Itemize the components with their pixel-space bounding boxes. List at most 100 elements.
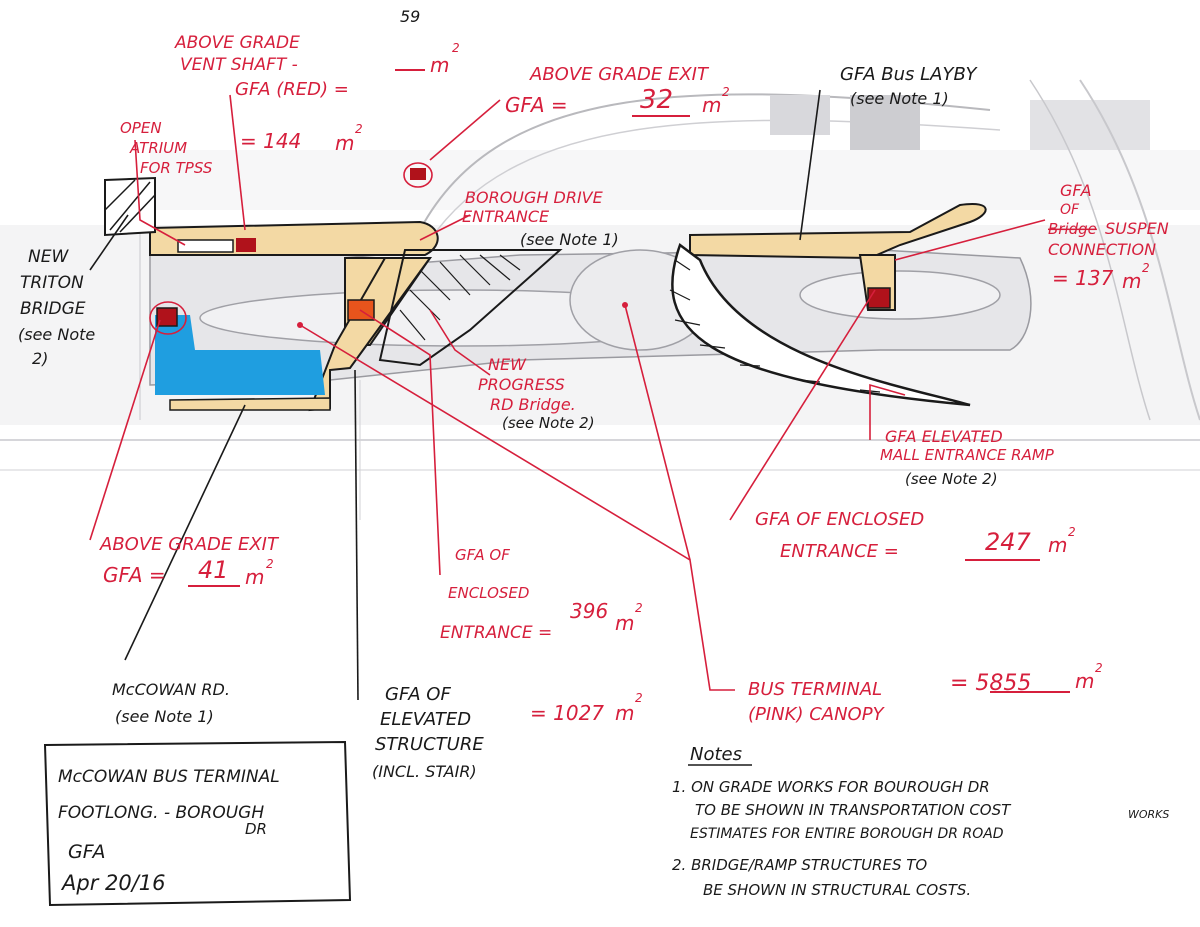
enclosed-mid-value: 396: [570, 599, 608, 623]
vent-shaft-line-1: ABOVE GRADE: [174, 33, 300, 53]
mall-ramp-line-1: GFA ELEVATED: [885, 427, 1003, 446]
title-line-1: McCOWAN BUS TERMINAL: [58, 767, 280, 787]
atrium-line-1: OPEN: [120, 119, 162, 137]
progress-line-4: (see Note 2): [502, 414, 595, 432]
bus-layby-area: [689, 203, 987, 260]
suspen-line-3: SUSPEN: [1105, 219, 1169, 238]
enclosed-mid-line-3: ENTRANCE =: [440, 623, 552, 643]
progress-line-3: RD Bridge.: [490, 395, 576, 414]
elevated-unit: m: [615, 701, 634, 725]
title-line-3: GFA: [68, 841, 106, 863]
progress-line-2: PROGRESS: [478, 375, 565, 394]
borough-line-3: (see Note 1): [520, 230, 619, 249]
leader-enclosed-mid: [359, 309, 441, 576]
canopy-sq: 2: [1095, 661, 1103, 675]
exit-top-sq: 2: [722, 85, 730, 99]
exit-left-line-1: ABOVE GRADE EXIT: [99, 534, 280, 555]
right-curve-road-2: [1029, 79, 1151, 421]
triton-line-5: 2): [32, 349, 48, 368]
vent-shaft-value: 59: [400, 7, 420, 26]
gfa-areas: [104, 168, 987, 412]
mall-entrance-ramp: [671, 242, 971, 407]
exit-left-line-2: GFA =: [103, 563, 166, 587]
black-annotations: (see Note 1) GFA Bus LAYBY (see Note 1) …: [18, 64, 998, 781]
leader-progress: [429, 309, 491, 376]
leader-suspen: [894, 219, 1046, 261]
exit-top-unit: m: [702, 93, 721, 117]
title-line-2b: DR: [245, 820, 267, 838]
bus-loop-right: [799, 270, 1001, 320]
note-1-line-c: ESTIMATES FOR ENTIRE BOROUGH DR ROAD: [690, 826, 1004, 842]
note-2-line-a: 2. BRIDGE/RAMP STRUCTURES TO: [672, 856, 927, 874]
bus-layby-line-1: GFA Bus LAYBY: [840, 64, 979, 85]
building-block-top-right: [1030, 100, 1150, 150]
mccowan-line-2: (see Note 1): [115, 707, 214, 726]
upper-road: [150, 150, 1200, 210]
borough-line-1: BOROUGH DRIVE: [465, 188, 604, 207]
exit-left-circle: [149, 301, 187, 335]
leader-mccowan: [124, 404, 246, 661]
leader-vent-shaft: [229, 94, 246, 231]
triton-line-3: BRIDGE: [20, 299, 86, 319]
exit-left-value: 41: [198, 556, 229, 584]
enclosed-right-line-1: GFA OF ENCLOSED: [755, 509, 924, 530]
title-line-2: FOOTLONG. - BOROUGH: [58, 803, 264, 823]
borough-line-2: ENTRANCE: [462, 207, 550, 226]
elevated-value: = 1027: [530, 701, 604, 725]
atrium-value: = 144: [240, 129, 301, 153]
exit-left-sq: 2: [266, 557, 274, 571]
suspen-unit: m: [1122, 269, 1141, 293]
elevated-line-3: STRUCTURE: [375, 734, 484, 755]
triton-line-4: (see Note: [18, 325, 95, 344]
canopy-dot-2: [622, 302, 628, 308]
enclosed-right-unit: m: [1048, 533, 1067, 557]
leader-mall-ramp: [869, 383, 906, 440]
progress-line-1: NEW: [488, 355, 527, 374]
exit-left-unit: m: [245, 565, 264, 589]
leader-borough: [419, 214, 471, 241]
atrium-line-2: ATRIUM: [129, 139, 187, 157]
suspen-red: [867, 287, 891, 309]
atrium-sq: 2: [355, 122, 363, 136]
vent-shaft-unit: m: [430, 53, 449, 77]
enclosed-mid-line-2: ENCLOSED: [448, 584, 529, 602]
mall-ramp-hatch: [669, 259, 881, 393]
exit-top-line-2: GFA =: [505, 93, 568, 117]
enclosed-right-sq: 2: [1068, 525, 1076, 539]
note-1-line-d: WORKS: [1128, 808, 1169, 821]
site-plan-base: [0, 79, 1200, 520]
leader-elevated: [354, 369, 359, 701]
canopy-unit: m: [1075, 669, 1094, 693]
enclosed-right-line-2: ENTRANCE =: [780, 541, 899, 562]
mccowan-walk: [169, 397, 331, 411]
enclosed-mid-unit: m: [615, 611, 634, 635]
suspen-line-2: OF: [1060, 202, 1080, 218]
atrium-box: [177, 239, 234, 253]
notes-heading: Notes: [690, 744, 742, 765]
leader-enclosed-right: [729, 289, 876, 521]
title-block: McCOWAN BUS TERMINAL FOOTLONG. - BOROUGH…: [43, 740, 352, 907]
triton-line-2: TRITON: [20, 273, 84, 293]
mccowan-line-1: McCOWAN RD.: [112, 680, 230, 699]
note-1-line-b: TO BE SHOWN IN TRANSPORTATION COST: [695, 801, 1012, 819]
enclosed-right-value: 247: [985, 528, 1032, 556]
mall-ramp-line-2: MALL ENTRANCE RAMP: [880, 446, 1055, 464]
leader-triton: [89, 214, 129, 271]
leader-canopy-2: [624, 304, 691, 561]
bus-layby-line-2: (see Note 1): [850, 89, 949, 108]
vent-shaft-line-2: VENT SHAFT -: [180, 55, 298, 75]
suspen-value: = 137: [1052, 266, 1114, 290]
leader-canopy: [299, 324, 735, 691]
parking-structure-2: [770, 95, 830, 135]
elevated-line-4: (INCL. STAIR): [372, 762, 477, 781]
elevated-line-2: ELEVATED: [380, 709, 471, 730]
canopy-dot-1: [297, 322, 303, 328]
suspen-line-4: CONNECTION: [1048, 240, 1156, 259]
atrium-line-3: FOR TPSS: [140, 159, 213, 177]
vent-shaft-line-3: GFA (RED) =: [235, 79, 349, 100]
exit-top-circle: [403, 162, 433, 188]
canopy-line-2: (PINK) CANOPY: [748, 704, 886, 725]
vent-shaft-sq: 2: [452, 41, 460, 55]
vent-shaft-red: [236, 238, 256, 252]
title-line-4: Apr 20/16: [60, 871, 166, 895]
